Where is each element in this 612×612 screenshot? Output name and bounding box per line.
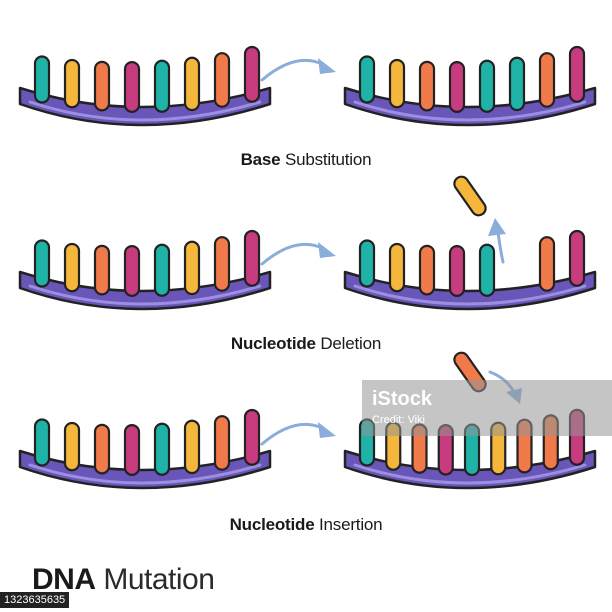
nucleotide-base	[213, 415, 231, 471]
nucleotide-base	[418, 244, 436, 296]
backbone-highlight	[353, 463, 587, 485]
nucleotide-base	[63, 58, 81, 109]
nucleotide-base	[93, 60, 111, 112]
arrow-head	[318, 242, 336, 258]
deletion-before-strand	[18, 229, 272, 311]
nucleotide-base	[243, 408, 261, 466]
nucleotide-base	[478, 59, 496, 113]
substitution-after-strand	[343, 45, 597, 127]
nucleotide-base	[123, 423, 141, 476]
nucleotide-base	[448, 60, 466, 113]
backbone-highlight	[28, 100, 262, 122]
deletion-after-strand	[343, 229, 597, 311]
backbone-highlight	[353, 100, 587, 122]
nucleotide-base	[213, 52, 231, 108]
backbone-highlight	[353, 284, 587, 306]
insertion-before-strand	[18, 408, 272, 490]
nucleotide-base	[388, 242, 406, 293]
page-title: DNA Mutation	[32, 563, 215, 597]
caption-nucleotide-deletion: Nucleotide Deletion	[0, 334, 612, 354]
removal-arrow	[496, 230, 505, 264]
arrow-head	[488, 218, 506, 236]
nucleotide-base	[33, 418, 51, 467]
caption-bold: Nucleotide	[230, 334, 316, 353]
nucleotide-base	[568, 229, 586, 287]
nucleotide-base	[93, 244, 111, 296]
nucleotide-base	[538, 236, 556, 292]
arrow	[260, 58, 324, 82]
substitution-before-strand	[18, 45, 272, 127]
backbone-highlight	[28, 463, 262, 485]
nucleotide-base	[183, 240, 201, 296]
nucleotide-base	[538, 52, 556, 108]
nucleotide-base	[123, 244, 141, 297]
nucleotide-base	[33, 239, 51, 288]
nucleotide-base	[153, 59, 171, 113]
stock-id-badge: 1323635635	[0, 592, 70, 608]
nucleotide-base	[568, 45, 586, 103]
nucleotide-base	[63, 242, 81, 293]
caption-rest: Deletion	[315, 334, 382, 353]
nucleotide-base	[153, 422, 171, 476]
caption-nucleotide-insertion: Nucleotide Insertion	[0, 515, 612, 535]
nucleotide-base	[388, 58, 406, 109]
arrow-head	[318, 422, 336, 438]
nucleotide-base	[153, 243, 171, 297]
caption-bold: Base	[240, 150, 281, 169]
nucleotide-base	[213, 236, 231, 292]
nucleotide-base	[478, 243, 496, 297]
title-rest: Mutation	[95, 563, 215, 596]
title-bold: DNA	[32, 563, 96, 596]
watermark-credit: Credit: Viki	[372, 414, 425, 426]
watermark-logo: iStock	[372, 388, 433, 410]
arrow	[260, 242, 324, 266]
nucleotide-base	[508, 56, 526, 112]
nucleotide-base	[123, 60, 141, 113]
nucleotide-base	[63, 421, 81, 472]
nucleotide-base	[448, 244, 466, 297]
nucleotide-base	[183, 56, 201, 112]
caption-rest: Insertion	[314, 515, 383, 534]
nucleotide-base	[418, 60, 436, 112]
nucleotide-base	[183, 419, 201, 475]
backbone-highlight	[28, 284, 262, 306]
nucleotide-base	[93, 423, 111, 475]
nucleotide-base	[358, 55, 376, 104]
caption-bold: Nucleotide	[229, 515, 315, 534]
nucleotide-base	[358, 239, 376, 288]
caption-base-substitution: Base Substitution	[0, 150, 612, 170]
nucleotide-base	[243, 45, 261, 103]
caption-rest: Substitution	[280, 150, 372, 169]
arrow-head	[318, 58, 336, 74]
nucleotide-base	[243, 229, 261, 287]
removed-nucleotide	[453, 175, 487, 217]
arrow	[260, 422, 324, 446]
nucleotide-base	[33, 55, 51, 104]
watermark-overlay	[362, 380, 612, 436]
